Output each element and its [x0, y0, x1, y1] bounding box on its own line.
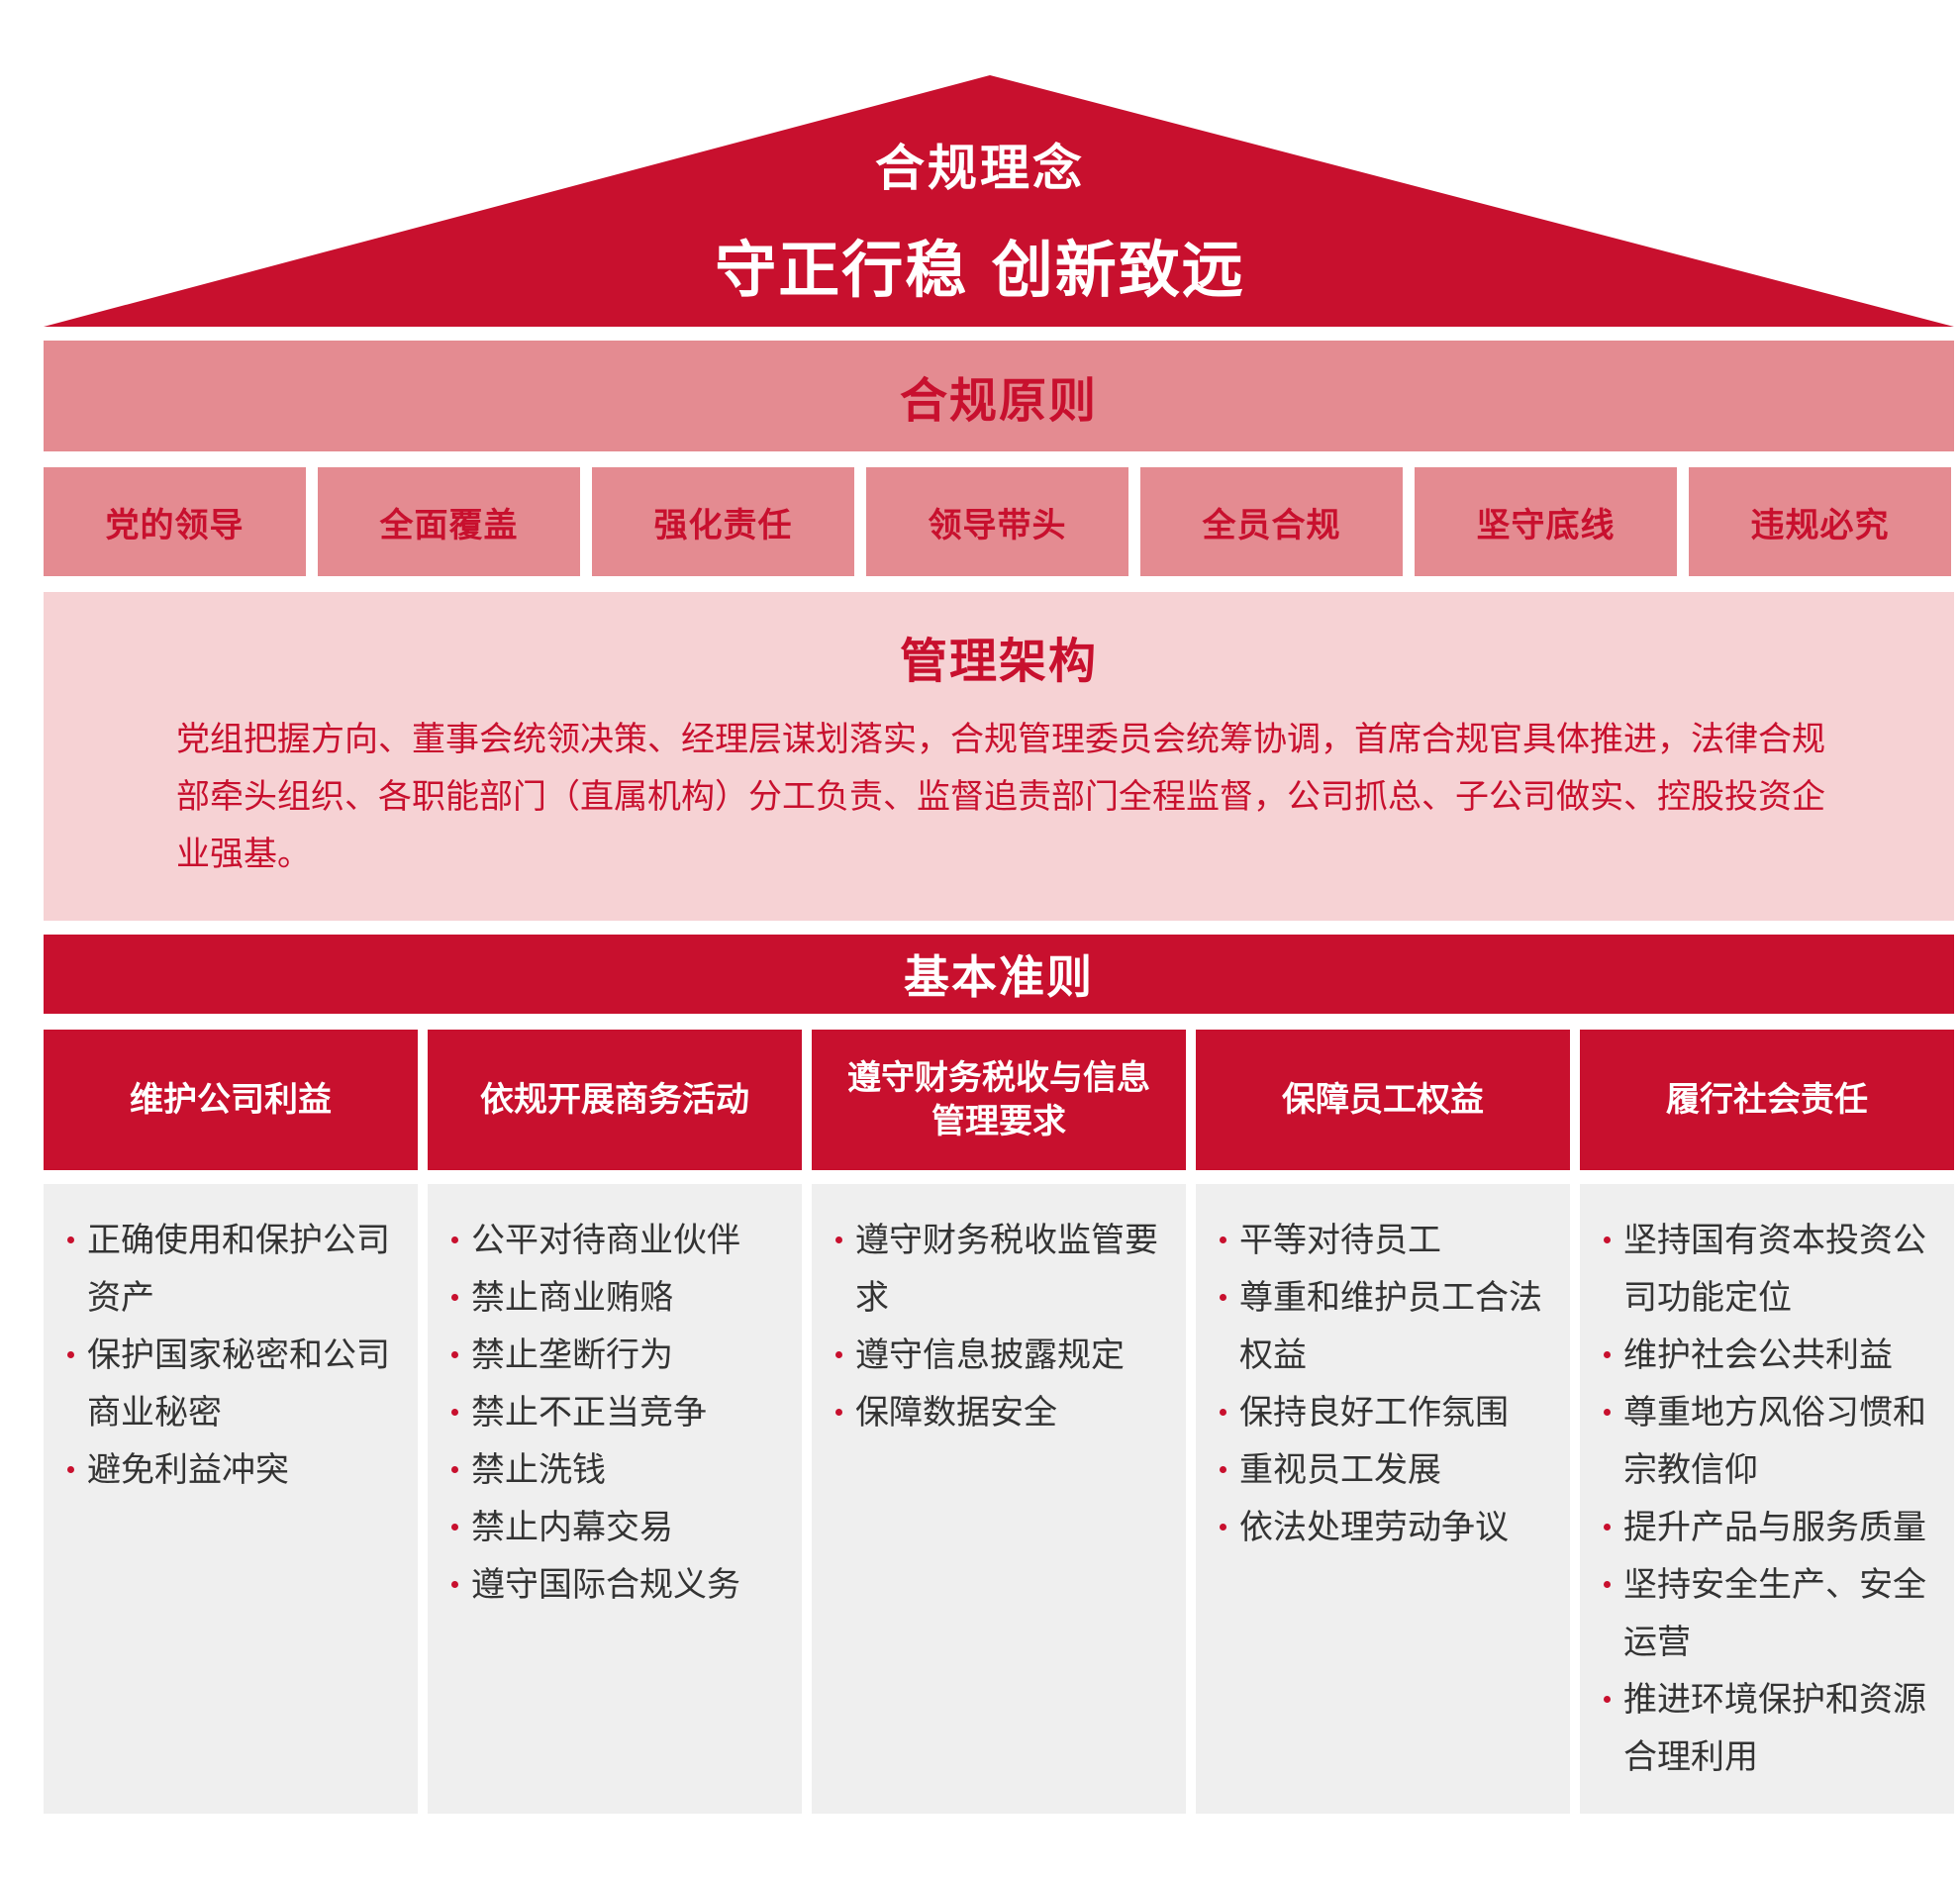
management-structure-panel: 管理架构 党组把握方向、董事会统领决策、经理层谋划落实，合规管理委员会统筹协调，…	[44, 592, 1954, 921]
list-item: 避免利益冲突	[67, 1441, 404, 1499]
column-header: 保障员工权益	[1196, 1030, 1570, 1170]
column-header: 依规开展商务活动	[428, 1030, 802, 1170]
list-item: 保障数据安全	[835, 1384, 1172, 1441]
column-body: 正确使用和保护公司资产 保护国家秘密和公司商业秘密 避免利益冲突	[44, 1184, 418, 1814]
list-item: 维护社会公共利益	[1604, 1327, 1940, 1384]
principle-item: 领导带头	[866, 467, 1128, 576]
list-item: 禁止洗钱	[451, 1441, 788, 1499]
roof-triangle	[44, 75, 1954, 327]
list-item: 保持良好工作氛围	[1220, 1384, 1556, 1441]
list-item: 禁止垄断行为	[451, 1327, 788, 1384]
column-body: 平等对待员工 尊重和维护员工合法权益 保持良好工作氛围 重视员工发展 依法处理劳…	[1196, 1184, 1570, 1814]
list-item: 坚持国有资本投资公司功能定位	[1604, 1212, 1940, 1327]
list-item: 提升产品与服务质量	[1604, 1499, 1940, 1556]
column-header: 遵守财务税收与信息管理要求	[812, 1030, 1186, 1170]
list-item: 尊重地方风俗习惯和宗教信仰	[1604, 1384, 1940, 1499]
list-item: 禁止商业贿赂	[451, 1269, 788, 1327]
principle-item: 违规必究	[1689, 467, 1951, 576]
list-item: 依法处理劳动争议	[1220, 1499, 1556, 1556]
principle-item: 全面覆盖	[318, 467, 580, 576]
list-item: 禁止内幕交易	[451, 1499, 788, 1556]
list-item: 公平对待商业伙伴	[451, 1212, 788, 1269]
principle-item: 全员合规	[1140, 467, 1403, 576]
management-title: 管理架构	[899, 634, 1098, 689]
list-item: 保护国家秘密和公司商业秘密	[67, 1327, 404, 1441]
column-body: 公平对待商业伙伴 禁止商业贿赂 禁止垄断行为 禁止不正当竞争 禁止洗钱 禁止内幕…	[428, 1184, 802, 1814]
concept-motto: 守正行稳 创新致远	[715, 234, 1245, 306]
management-description: 党组把握方向、董事会统领决策、经理层谋划落实，合规管理委员会统筹协调，首席合规官…	[176, 720, 1825, 874]
list-item: 遵守国际合规义务	[451, 1556, 788, 1614]
list-item: 遵守信息披露规定	[835, 1327, 1172, 1384]
column-body: 遵守财务税收监管要求 遵守信息披露规定 保障数据安全	[812, 1184, 1186, 1814]
list-item: 重视员工发展	[1220, 1441, 1556, 1499]
list-item: 推进环境保护和资源合理利用	[1604, 1671, 1940, 1786]
list-item: 禁止不正当竞争	[451, 1384, 788, 1441]
list-item: 平等对待员工	[1220, 1212, 1556, 1269]
principles-header: 合规原则	[44, 341, 1954, 451]
list-item: 遵守财务税收监管要求	[835, 1212, 1172, 1327]
list-item: 尊重和维护员工合法权益	[1220, 1269, 1556, 1384]
principle-item: 党的领导	[44, 467, 306, 576]
principle-item: 强化责任	[592, 467, 854, 576]
list-item: 坚持安全生产、安全运营	[1604, 1556, 1940, 1671]
list-item: 正确使用和保护公司资产	[67, 1212, 404, 1327]
column-body: 坚持国有资本投资公司功能定位 维护社会公共利益 尊重地方风俗习惯和宗教信仰 提升…	[1580, 1184, 1954, 1814]
basic-principles-header: 基本准则	[44, 935, 1954, 1014]
principle-item: 坚守底线	[1415, 467, 1677, 576]
concept-title: 合规理念	[875, 140, 1085, 197]
column-header: 履行社会责任	[1580, 1030, 1954, 1170]
column-header: 维护公司利益	[44, 1030, 418, 1170]
